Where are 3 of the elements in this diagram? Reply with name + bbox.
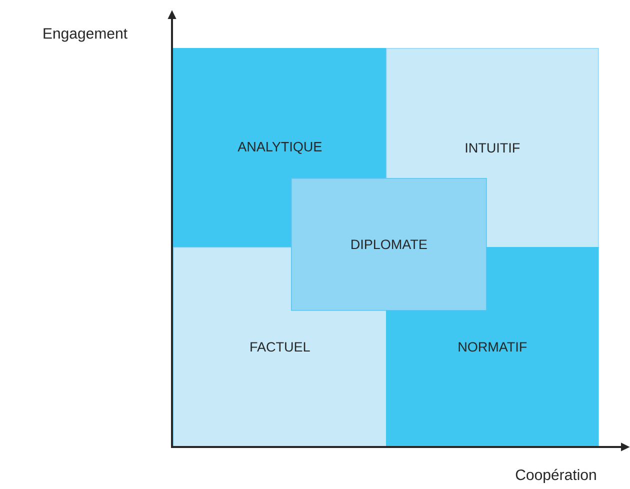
quadrant-box: DIPLOMATE: [291, 178, 487, 311]
axis-label: Coopération: [516, 468, 596, 484]
axis-label: Engagement: [44, 28, 128, 42]
